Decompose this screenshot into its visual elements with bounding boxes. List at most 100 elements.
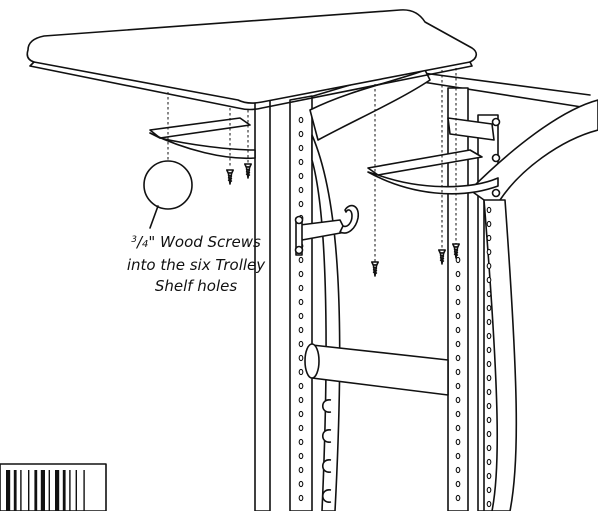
curved-side-bracket bbox=[309, 69, 431, 511]
barcode-bar bbox=[62, 470, 66, 511]
barcode-bar bbox=[20, 470, 22, 511]
screw-detail-circle bbox=[143, 160, 193, 229]
upright-hole bbox=[455, 494, 461, 502]
barcode-bar bbox=[6, 470, 11, 511]
upright-hole bbox=[455, 270, 461, 278]
upright-hole bbox=[455, 410, 461, 418]
upright-hole bbox=[486, 486, 492, 494]
screw-thread bbox=[372, 271, 378, 274]
screw-thread bbox=[245, 173, 251, 176]
upright-hole bbox=[455, 298, 461, 306]
screw-thread bbox=[439, 256, 445, 260]
right-arched-arm bbox=[469, 99, 598, 511]
barcode-bar bbox=[75, 470, 77, 511]
upright-hole bbox=[298, 144, 304, 152]
screw-thread bbox=[372, 266, 378, 270]
top-shelf bbox=[26, 9, 478, 111]
upright-hole bbox=[298, 368, 304, 376]
upright-hole bbox=[486, 444, 492, 452]
upright-hole bbox=[298, 424, 304, 432]
fraction-numerator: 3 bbox=[131, 235, 137, 245]
callout-line-1-text: " Wood Screws bbox=[148, 233, 261, 251]
barcode-label bbox=[0, 463, 107, 511]
screw-instruction-callout: 3/4" Wood Screws into the six Trolley Sh… bbox=[76, 230, 316, 297]
wood-screw bbox=[438, 249, 446, 265]
upright-hole bbox=[455, 452, 461, 460]
fraction-denominator: 4 bbox=[142, 239, 149, 250]
upright-hole bbox=[486, 318, 492, 326]
upright-hole bbox=[455, 438, 461, 446]
left-shelf-bracket bbox=[149, 117, 256, 160]
upright-hole bbox=[486, 374, 492, 382]
bracket-notch bbox=[321, 399, 332, 413]
screw-thread bbox=[372, 268, 378, 272]
upright-hole bbox=[298, 158, 304, 166]
bracket-notch bbox=[321, 429, 332, 443]
upright-hole bbox=[455, 382, 461, 390]
upright-hole bbox=[455, 396, 461, 404]
screw-thread bbox=[227, 179, 233, 182]
wood-screw bbox=[244, 163, 252, 179]
screw-thread bbox=[453, 251, 459, 254]
upright-hole bbox=[486, 220, 492, 228]
upright-hole bbox=[298, 326, 304, 334]
barcode-bar bbox=[83, 470, 85, 511]
round-crossbar bbox=[304, 343, 449, 396]
screw-thread bbox=[439, 254, 445, 258]
wood-screw bbox=[226, 169, 234, 185]
barcode-bar bbox=[13, 470, 17, 511]
upright-hole bbox=[486, 458, 492, 466]
callout-line-2: into the six Trolley bbox=[126, 256, 266, 274]
upright-hole bbox=[298, 452, 304, 460]
upright-hole bbox=[455, 340, 461, 348]
adjustment-holes bbox=[298, 116, 492, 508]
callout-line-1: 3/4" Wood Screws bbox=[76, 230, 316, 255]
right-shelf-bracket bbox=[367, 117, 501, 198]
upright-hole bbox=[486, 360, 492, 368]
upright-hole bbox=[298, 116, 304, 124]
screw-thread bbox=[245, 171, 251, 174]
upright-hole bbox=[298, 256, 304, 264]
upright-hole bbox=[298, 270, 304, 278]
upright-hole bbox=[486, 500, 492, 508]
upright-hole bbox=[455, 466, 461, 474]
upright-hole bbox=[486, 346, 492, 354]
upright-hole bbox=[486, 276, 492, 284]
upright-hole bbox=[298, 480, 304, 488]
upright-hole bbox=[298, 298, 304, 306]
upright-hole bbox=[298, 438, 304, 446]
upright-hole bbox=[298, 410, 304, 418]
upright-hole bbox=[298, 284, 304, 292]
upright-hole bbox=[298, 200, 304, 208]
upright-hole bbox=[298, 466, 304, 474]
upright-hole bbox=[455, 256, 461, 264]
barcode-bar bbox=[34, 470, 38, 511]
upright-hole bbox=[486, 416, 492, 424]
upright-hole bbox=[298, 396, 304, 404]
upright-hole bbox=[298, 494, 304, 502]
upright-hole bbox=[455, 368, 461, 376]
wood-screw bbox=[452, 243, 460, 259]
screw-thread bbox=[227, 177, 233, 180]
barcode-bar bbox=[55, 470, 60, 511]
upright-hole bbox=[486, 402, 492, 410]
upright-hole bbox=[298, 186, 304, 194]
upright-hole bbox=[455, 312, 461, 320]
upright-hole bbox=[486, 430, 492, 438]
screw-thread bbox=[245, 168, 251, 171]
upright-hole bbox=[486, 472, 492, 480]
upright-hole bbox=[486, 304, 492, 312]
upright-hole bbox=[486, 332, 492, 340]
barcode-bar bbox=[40, 470, 45, 511]
upright-hole bbox=[298, 130, 304, 138]
upright-hole bbox=[298, 340, 304, 348]
upright-hole bbox=[298, 312, 304, 320]
upright-hole bbox=[298, 382, 304, 390]
callout-line-3: Shelf holes bbox=[154, 277, 238, 295]
screw-guide-lines bbox=[167, 68, 457, 262]
barcode bbox=[6, 470, 85, 511]
upright-hole bbox=[486, 262, 492, 270]
upright-hole bbox=[486, 290, 492, 298]
barcode-bar bbox=[48, 470, 50, 511]
upright-hole bbox=[486, 388, 492, 396]
